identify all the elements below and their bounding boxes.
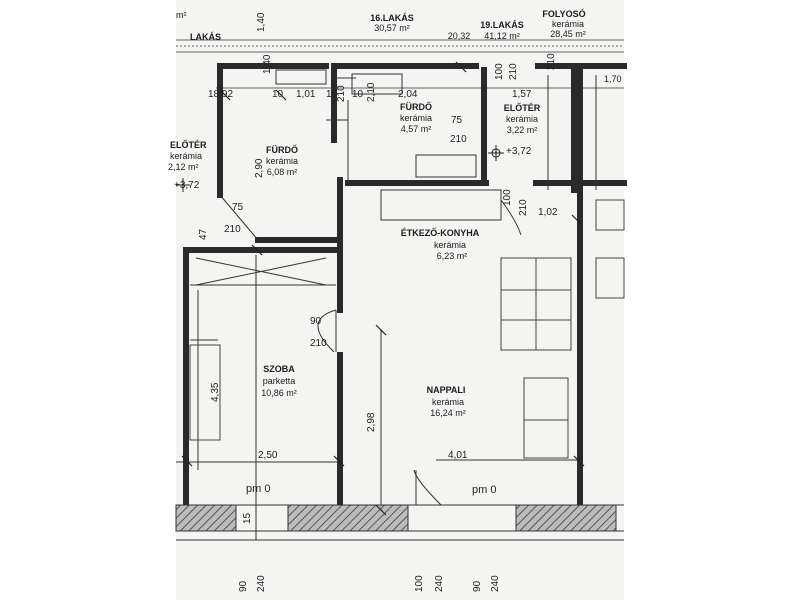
dim-2-98: 2,98: [366, 412, 377, 432]
apartment-16-area: 30,57 m²: [374, 23, 410, 33]
room-hall-top-area: 3,22 m²: [506, 125, 538, 135]
level-plus-3-72-right: +3,72: [506, 146, 532, 157]
room-living-name: NAPPALI: [426, 385, 466, 395]
door-swings: [317, 77, 522, 506]
corridor-title: FOLYOSÓ: [542, 9, 586, 19]
room-bath-left-material: kerámia: [265, 156, 299, 166]
furniture: [189, 199, 625, 459]
dim-210-vertical-shaft: 210: [336, 85, 347, 102]
dim-47: 47: [198, 228, 209, 240]
dim-1-02: 1,02: [538, 207, 558, 218]
dim-210-corridor: 210: [518, 199, 529, 216]
dim-210-vertical-top-b: 210: [508, 63, 519, 80]
room-bath-top-name: FÜRDŐ: [400, 102, 432, 112]
apartment-19-title: 19.LAKÁS: [480, 20, 524, 30]
room-bedroom-area: 10,86 m²: [261, 388, 297, 398]
room-bath-top-material: kerámia: [399, 113, 433, 123]
bottom-dim-6: 240: [490, 575, 501, 592]
room-hall-left-area: 2,12 m²: [168, 162, 199, 172]
dim-90-door: 90: [310, 316, 322, 327]
dim-2-50: 2,50: [258, 450, 278, 461]
dim-4-35: 4,35: [210, 382, 221, 402]
room-hall-top-material: kerámia: [505, 114, 539, 124]
dim-4-01: 4,01: [448, 450, 468, 461]
room-bedroom-name: SZOBA: [263, 364, 295, 374]
dimension-ticks: [181, 61, 585, 516]
room-kitchen-name: ÉTKEZŐ-KONYHA: [400, 228, 480, 238]
corridor-material: kerámia: [551, 19, 585, 29]
dim-210-vertical-top: 210: [546, 53, 557, 70]
dim-210-top: 210: [450, 134, 467, 145]
bottom-dim-3: 100: [414, 575, 425, 592]
dim-1-01: 1,01: [296, 89, 316, 100]
floor-plan-sheet: m² LAKÁS 1,40 16.LAKÁS 30,57 m² 20,32 19…: [168, 0, 627, 600]
dim-210-door: 210: [310, 338, 327, 349]
bottom-dim-4: 240: [434, 575, 445, 592]
dim-210-left: 210: [224, 224, 241, 235]
dim-2-90: 2,90: [254, 158, 265, 178]
level-pm0-room: pm 0: [246, 483, 271, 495]
room-hall-left-material: kerámia: [170, 151, 203, 161]
dim-75-left: 75: [232, 202, 244, 213]
room-kitchen-material: kerámia: [433, 240, 467, 250]
dim-100-vertical-top: 100: [494, 63, 505, 80]
level-marker: [488, 145, 504, 161]
dim-2-04: 2,04: [398, 89, 418, 100]
bottom-dim-2: 240: [256, 575, 267, 592]
apartment-19-area: 41,12 m²: [484, 31, 520, 41]
dim-2-10-vertical: 2,10: [366, 82, 377, 102]
room-bath-left-area: 6,08 m²: [266, 167, 298, 177]
bottom-dim-1: 90: [238, 580, 249, 592]
dim-10-c: 10: [352, 89, 364, 100]
room-living-area: 16,24 m²: [430, 408, 466, 418]
dim-18-92: 18,92: [208, 89, 234, 100]
room-living-material: kerámia: [431, 397, 465, 407]
room-bath-left-name: FÜRDŐ: [266, 145, 298, 155]
top-dim-1-40: 1,40: [256, 12, 267, 32]
dim-75-top: 75: [451, 115, 463, 126]
room-bath-top-area: 4,57 m²: [400, 124, 432, 134]
dim-15: 15: [242, 512, 253, 524]
top-dim-1-70: 1,70: [604, 74, 622, 84]
floor-plan-drawing: [175, 39, 627, 541]
dim-100-corridor: 100: [502, 189, 513, 206]
room-hall-top-name: ELŐTÉR: [503, 103, 541, 113]
room-hall-left-name: ELŐTÉR: [170, 140, 207, 150]
dim-1-40-vertical: 1,40: [262, 54, 273, 74]
dim-1-57: 1,57: [512, 89, 532, 100]
room-kitchen-area: 6,23 m²: [436, 251, 468, 261]
dim-10-a: 10: [272, 89, 284, 100]
top-dim-20-32: 20,32: [447, 31, 471, 41]
level-plus-3-72-left: +3,72: [174, 180, 200, 191]
corridor-area: 28,45 m²: [550, 29, 586, 39]
apartment-16-title: 16.LAKÁS: [370, 13, 414, 23]
left-level-marker: [176, 178, 190, 192]
room-bedroom-material: parketta: [262, 376, 296, 386]
top-label-apartment-fragment: LAKÁS: [190, 32, 221, 42]
level-pm0-living: pm 0: [472, 484, 497, 496]
bottom-dim-5: 90: [472, 580, 483, 592]
exterior-wall-hatch: [175, 504, 624, 541]
interior-lines: [176, 69, 597, 540]
top-label-area-fragment: m²: [176, 10, 187, 20]
top-dimension-lines: [176, 39, 624, 89]
dim-10-b: 10: [326, 89, 338, 100]
